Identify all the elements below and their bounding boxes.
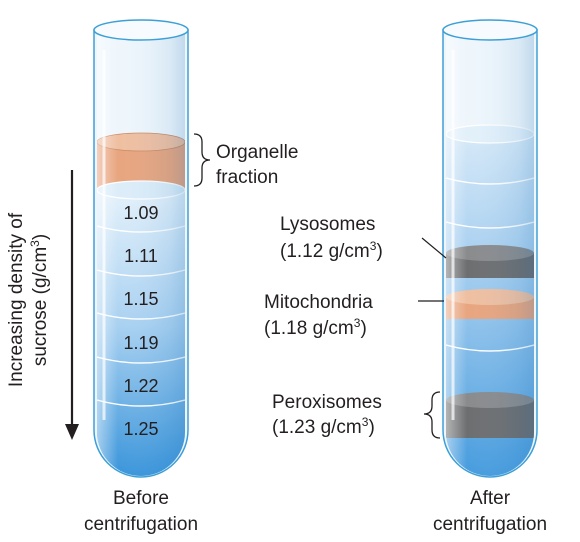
organelle-labels: Lysosomes (1.12 g/cm3) Mitochondria (1.1… — [264, 214, 447, 439]
density-label: 1.25 — [123, 419, 158, 439]
density-axis-label: sucrose (g/cm3) — [28, 234, 51, 366]
density-label: 1.09 — [123, 203, 158, 223]
organelle-density-label: (1.23 g/cm3) — [272, 415, 375, 438]
density-axis-label: Increasing density of — [6, 212, 27, 387]
lysosome-pointer — [421, 237, 447, 259]
organelle-fraction-brace — [193, 133, 211, 187]
tube-after-rim — [442, 19, 538, 41]
caption-after: centrifugation — [433, 514, 547, 535]
density-label: 1.15 — [123, 289, 158, 309]
organelle-fraction-label: Organelle — [216, 142, 298, 163]
organelle-fraction-label: fraction — [216, 167, 278, 188]
organelle-name-label: Peroxisomes — [272, 392, 382, 413]
tube-after — [442, 19, 538, 478]
density-label: 1.11 — [124, 246, 158, 266]
density-arrow-head — [65, 424, 79, 440]
tube-before-rim — [93, 19, 189, 41]
caption-before: centrifugation — [84, 514, 198, 535]
organelle-name-label: Mitochondria — [264, 292, 373, 313]
density-axis: Increasing density of sucrose (g/cm3) — [6, 170, 79, 440]
density-label: 1.22 — [123, 376, 158, 396]
organelle-density-label: (1.18 g/cm3) — [264, 316, 367, 339]
density-labels: 1.09 1.11 1.15 1.19 1.22 1.25 — [123, 203, 158, 439]
tube-before — [93, 19, 189, 478]
organelle-density-label: (1.12 g/cm3) — [280, 239, 383, 262]
organelle-name-label: Lysosomes — [280, 214, 375, 235]
caption-after: After — [470, 488, 511, 509]
density-label: 1.19 — [123, 333, 158, 353]
caption-before: Before — [113, 488, 169, 509]
peroxisome-brace — [423, 391, 441, 439]
